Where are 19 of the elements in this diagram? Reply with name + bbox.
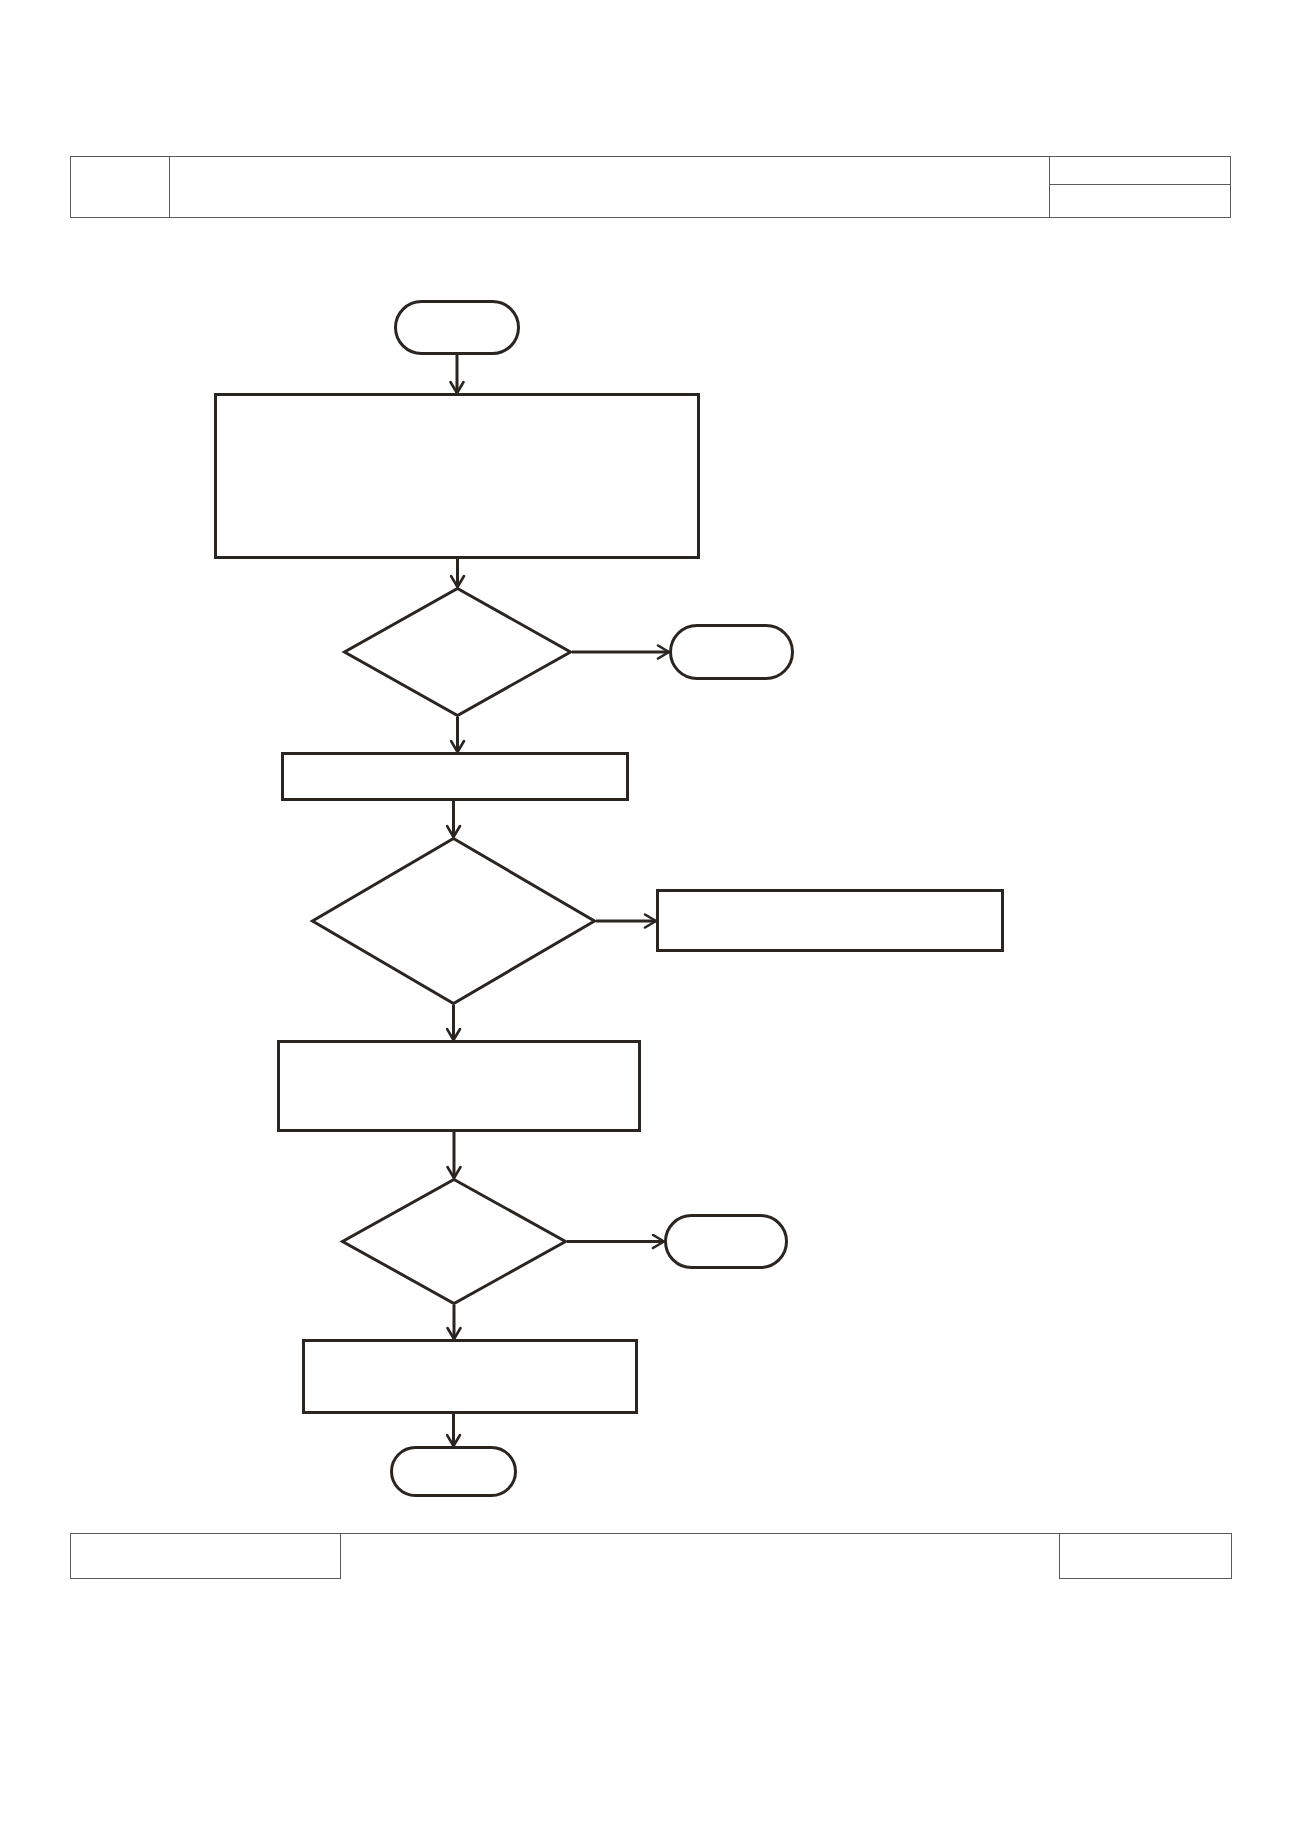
arrow (449, 717, 466, 754)
process-box (277, 1040, 641, 1132)
arrow (446, 1305, 462, 1341)
arrow (596, 913, 658, 929)
process-box (214, 393, 700, 559)
arrow (445, 1414, 462, 1448)
arrow (567, 1233, 666, 1250)
decision-diamond (341, 1178, 567, 1305)
process-box (302, 1339, 638, 1414)
arrow (446, 1132, 462, 1180)
arrow (449, 355, 465, 395)
process-box (281, 752, 629, 801)
arrow (445, 1005, 462, 1042)
arrow (445, 801, 462, 839)
decision-diamond (311, 837, 596, 1005)
process-box (656, 889, 1004, 952)
arrow (572, 644, 671, 660)
decision-diamond (343, 587, 572, 717)
arrow (449, 559, 466, 589)
